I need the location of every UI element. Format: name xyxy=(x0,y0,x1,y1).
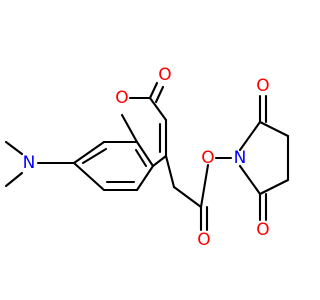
bond-c4-c4a xyxy=(151,154,168,168)
bond-ch2-co xyxy=(172,185,203,209)
bond-c2-c3 xyxy=(148,96,168,122)
ester-bridge-oxygen-label: O xyxy=(201,148,214,168)
structure-canvas: N O O O O N O O xyxy=(4,65,290,250)
bond-lines xyxy=(4,81,290,232)
imide-nitrogen-label: N xyxy=(234,148,247,168)
imide-top-carbonyl-oxygen-label: O xyxy=(256,76,269,96)
bond-n-c-top xyxy=(238,120,262,152)
bond-co-obridge xyxy=(199,163,210,209)
bond-c2-o-b xyxy=(154,85,165,104)
bond-c7-c8-inner xyxy=(81,147,108,165)
bond-methyl-up xyxy=(4,140,24,156)
bond-ch2-c-bottom xyxy=(258,178,290,196)
ester-carbonyl-oxygen-label: O xyxy=(197,230,210,250)
bond-c8a-o1 xyxy=(120,113,139,144)
bond-c4a-c5 xyxy=(135,164,155,192)
bond-c4-ch2 xyxy=(164,154,176,189)
molecule-drawing: N O O O O N O O xyxy=(4,65,290,250)
amine-nitrogen-label: N xyxy=(23,153,36,173)
lactone-carbonyl-oxygen-label: O xyxy=(158,65,171,85)
bond-c8a-c4a-inner xyxy=(134,148,148,168)
atom-labels: N O O O O N O O xyxy=(23,65,270,250)
bond-c7-c8 xyxy=(72,140,106,165)
ring-oxygen-label: O xyxy=(115,88,128,108)
imide-bottom-carbonyl-oxygen-label: O xyxy=(256,220,269,240)
bond-c6-c7 xyxy=(72,161,106,192)
bond-methyl-down xyxy=(4,171,24,188)
bond-c2-o-a xyxy=(148,81,159,100)
bond-c8a-c4a xyxy=(135,140,155,168)
bond-n-c-bottom xyxy=(238,164,262,196)
bond-c-top-ch2 xyxy=(258,120,290,138)
